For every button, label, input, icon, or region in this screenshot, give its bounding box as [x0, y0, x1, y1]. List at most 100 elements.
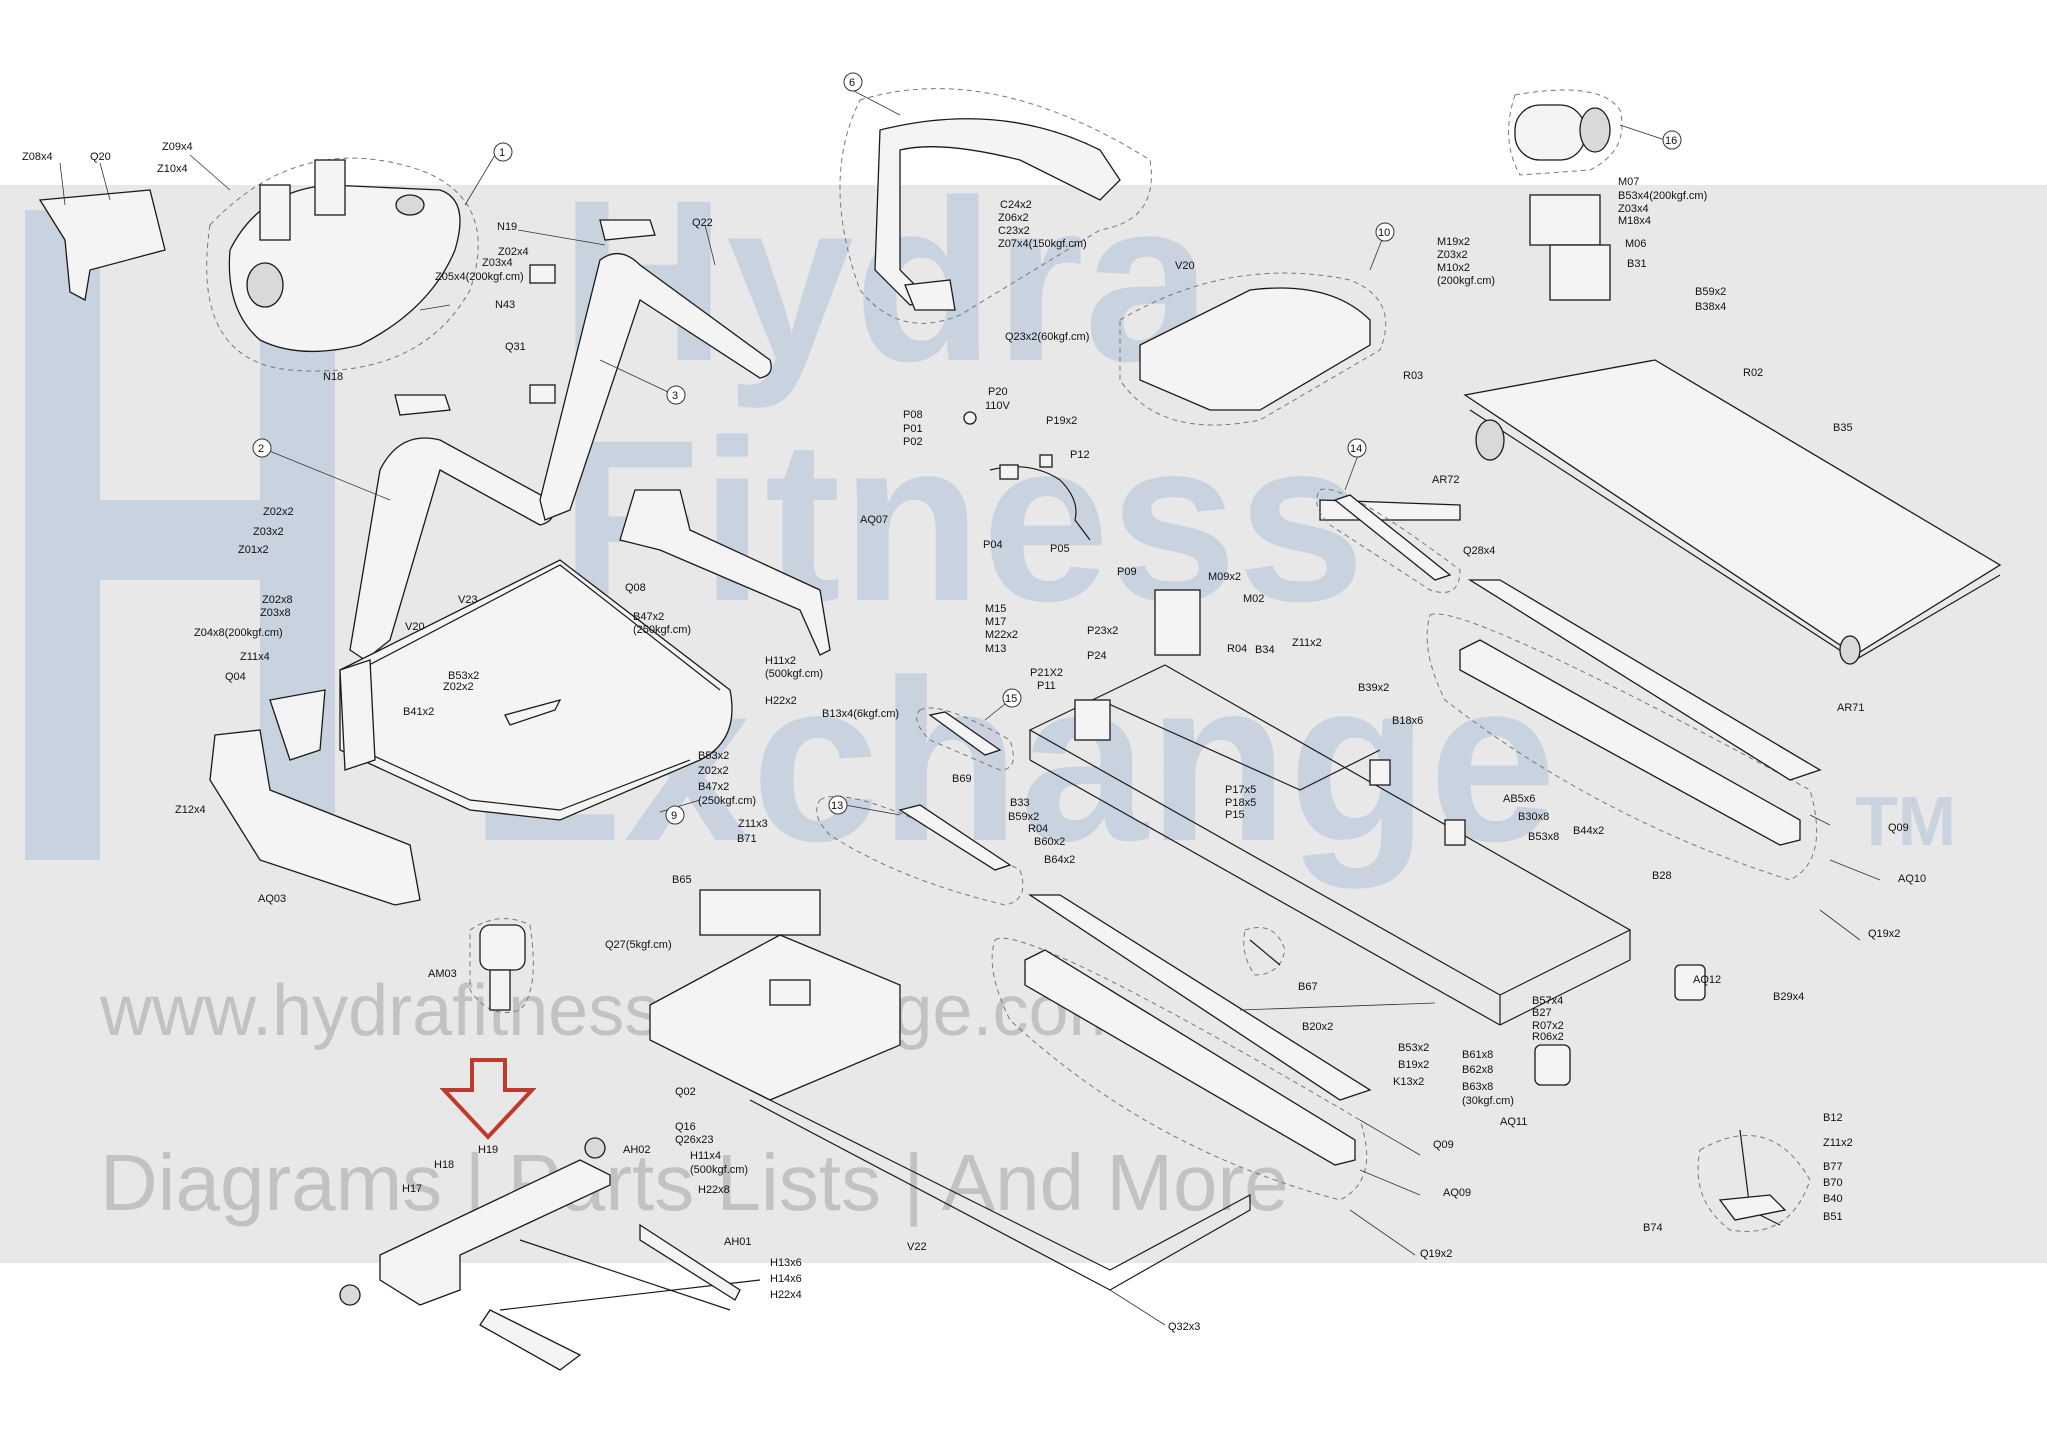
label-n19: N19: [497, 221, 517, 233]
label-z03x2b: Z03x2: [1437, 249, 1468, 261]
incline-frame: [339, 1137, 761, 1371]
label-h11x2a: H11x2: [765, 655, 796, 667]
label-z07x4: Z07x4(150kgf.cm): [998, 238, 1087, 250]
label-q08: Q08: [625, 582, 646, 594]
svg-text:2: 2: [258, 443, 264, 455]
label-m22x2: M22x2: [985, 629, 1018, 641]
label-z12x4: Z12x4: [175, 804, 206, 816]
watermark-tagline: Diagrams | Parts Lists | And More: [100, 1138, 1289, 1227]
label-p15: P15: [1225, 809, 1245, 821]
label-b70: B70: [1823, 1177, 1843, 1189]
label-m13: M13: [985, 643, 1006, 655]
label-30: (30kgf.cm): [1462, 1095, 1514, 1107]
label-h14x6: H14x6: [770, 1273, 802, 1285]
label-q16: Q16: [675, 1121, 696, 1133]
label-b27: B27: [1532, 1007, 1552, 1019]
label-m19x2: M19x2: [1437, 236, 1470, 248]
label-q19x2b: Q19x2: [1420, 1248, 1452, 1260]
label-m02: M02: [1243, 593, 1264, 605]
label-p09: P09: [1117, 566, 1137, 578]
guard-assembly: [1697, 1129, 1811, 1232]
label-m09x2: M09x2: [1208, 571, 1241, 583]
motor-cover: [619, 489, 831, 656]
label-r03: R03: [1403, 370, 1423, 382]
label-p12: P12: [1070, 449, 1090, 461]
bracket-15: [916, 707, 1014, 771]
label-q27: Q27(5kgf.cm): [605, 939, 672, 951]
label-aq09: AQ09: [1443, 1187, 1471, 1199]
label-q02: Q02: [675, 1086, 696, 1098]
label-z01x2: Z01x2: [238, 544, 269, 556]
label-m17: M17: [985, 616, 1006, 628]
label-b39x2: B39x2: [1358, 682, 1389, 694]
label-b53x2a: B53x2: [448, 670, 479, 682]
label-b67: B67: [1298, 981, 1318, 993]
part-labels: Z08x4 Q20 Z09x4 Z10x4 N19 Q22 Z02x4 Z03x…: [22, 141, 1926, 1333]
label-v20a: V20: [405, 621, 425, 633]
caster-aq12: [1674, 964, 1706, 1001]
label-ah01: AH01: [724, 1236, 752, 1248]
label-b12: B12: [1823, 1112, 1843, 1124]
label-b64x2: B64x2: [1044, 854, 1075, 866]
motor-hood-10: [1119, 272, 1387, 426]
label-b65: B65: [672, 874, 692, 886]
label-b59x2b: B59x2: [1695, 286, 1726, 298]
watermark-brand-2: Fitness: [560, 392, 1365, 649]
label-b53x2c: B53x2: [1398, 1042, 1429, 1054]
label-v23: V23: [458, 594, 478, 606]
label-b31: B31: [1627, 258, 1647, 270]
label-q04: Q04: [225, 671, 246, 683]
console-assembly: [38, 157, 479, 372]
label-500a: (500kgf.cm): [765, 668, 823, 680]
handlebar-6: [839, 88, 1152, 324]
label-h17: H17: [402, 1183, 422, 1195]
label-z03x2: Z03x2: [253, 526, 284, 538]
label-500b: (500kgf.cm): [690, 1164, 748, 1176]
highlight-arrow: [439, 1058, 537, 1140]
label-z04x8: Z04x8(200kgf.cm): [194, 627, 283, 639]
callout-10: [1375, 222, 1395, 242]
label-b69: B69: [952, 773, 972, 785]
electronics-harness: [963, 411, 1091, 541]
bracket-b67: [1243, 927, 1286, 976]
label-b71: B71: [737, 833, 757, 845]
label-b30x8: B30x8: [1518, 811, 1549, 823]
svg-text:6: 6: [849, 77, 855, 89]
label-z02x8: Z02x8: [262, 594, 293, 606]
label-z02x4: Z02x4: [498, 246, 529, 258]
callout-13: [828, 795, 848, 815]
label-b63x8: B63x8: [1462, 1081, 1493, 1093]
label-ar72: AR72: [1432, 474, 1460, 486]
label-r07x2: R07x2: [1532, 1020, 1564, 1032]
callout-3: [666, 385, 686, 405]
lift-motor-am03: [469, 918, 534, 1013]
label-b61x8: B61x8: [1462, 1049, 1493, 1061]
label-b57x4: B57x4: [1532, 995, 1563, 1007]
label-b38x4: B38x4: [1695, 301, 1726, 313]
label-p02: P02: [903, 436, 923, 448]
svg-text:3: 3: [672, 390, 678, 402]
label-b59x2a: B59x2: [1008, 811, 1039, 823]
label-r02: R02: [1743, 367, 1763, 379]
label-b28: B28: [1652, 870, 1672, 882]
label-q26x23: Q26x23: [675, 1134, 714, 1146]
base-pan: [649, 889, 1251, 1291]
callout-6: [843, 72, 863, 92]
label-b29x4: B29x4: [1773, 991, 1804, 1003]
label-h11x4: H11x4: [690, 1150, 721, 1162]
label-b47x2a: B47x2: [633, 611, 664, 623]
label-b60x2: B60x2: [1034, 836, 1065, 848]
lower-frame-9: [269, 559, 733, 821]
label-b40: B40: [1823, 1193, 1843, 1205]
label-p11: P11: [1037, 680, 1056, 692]
label-z11x2b: Z11x2: [1823, 1137, 1853, 1149]
side-rail-right: [1426, 579, 1822, 881]
label-q20: Q20: [90, 151, 111, 163]
label-r06x2: R06x2: [1532, 1031, 1564, 1043]
label-p01: P01: [903, 423, 923, 435]
label-q09a: Q09: [1888, 822, 1909, 834]
label-m10x2: M10x2: [1437, 262, 1470, 274]
label-n43: N43: [495, 299, 515, 311]
watermark-logo: [25, 210, 335, 860]
label-z10x4: Z10x4: [157, 163, 188, 175]
